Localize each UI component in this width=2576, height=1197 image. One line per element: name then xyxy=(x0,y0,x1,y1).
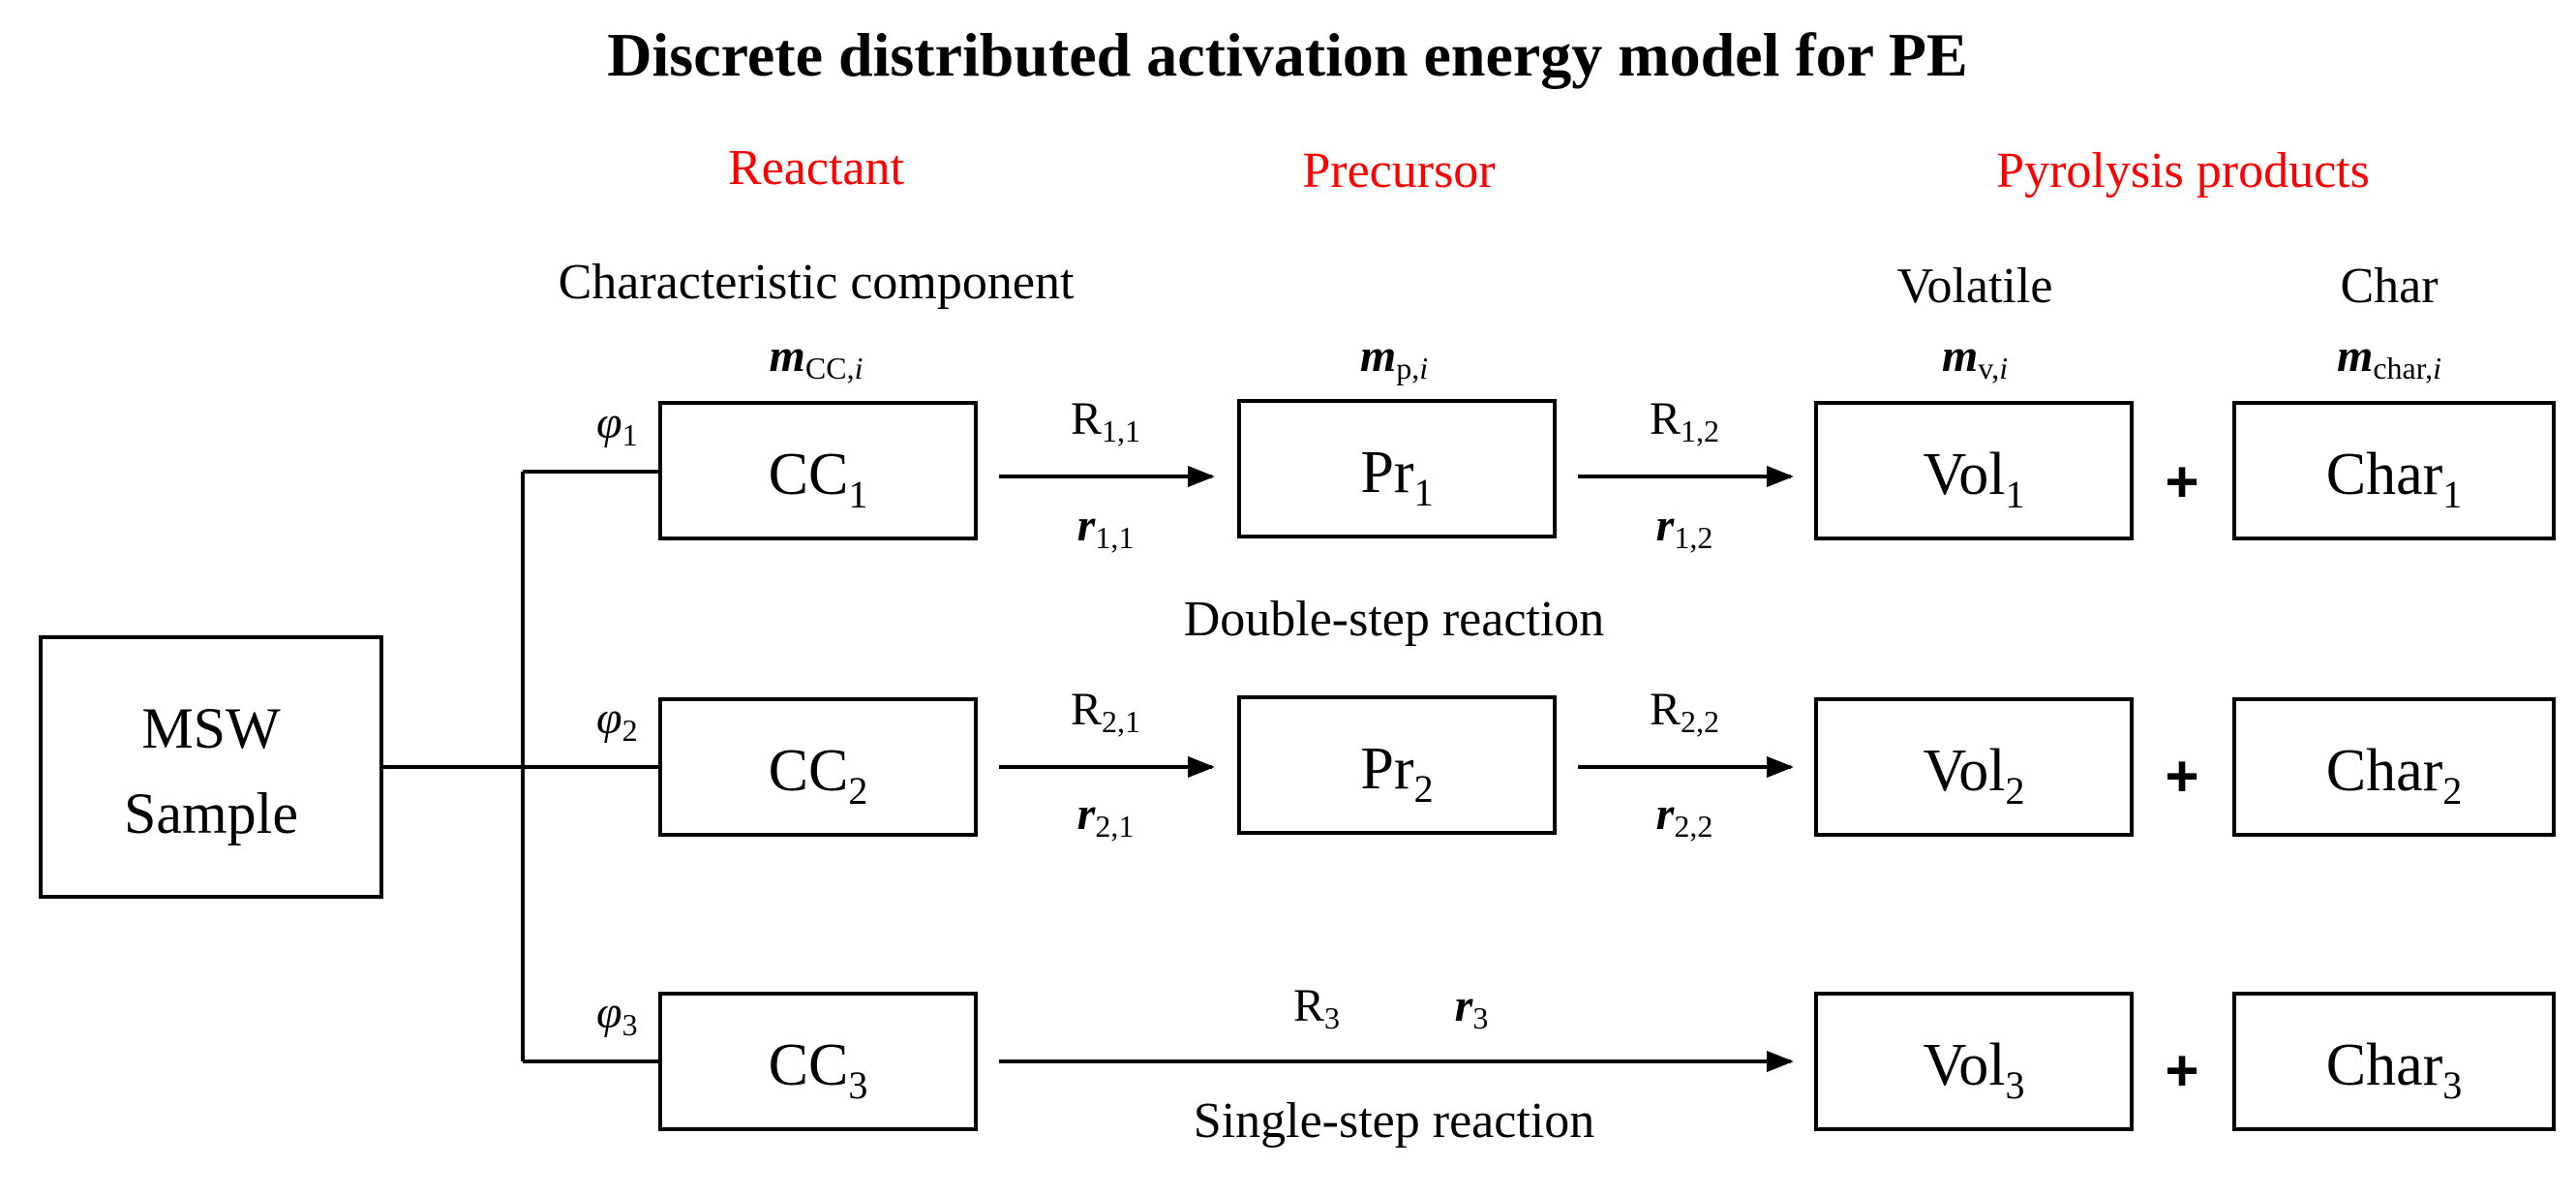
header-precursor: Precursor xyxy=(1302,143,1495,199)
mass-pr-sub: p, xyxy=(1396,351,1419,385)
cc1-box xyxy=(658,401,978,540)
header-pyrolysis-products: Pyrolysis products xyxy=(1996,143,2370,199)
mass-char-idx: i xyxy=(2433,351,2441,385)
diagram-title: Discrete distributed activation energy m… xyxy=(607,20,1967,89)
pr1-box xyxy=(1237,399,1557,538)
vol3-label: Vol3 xyxy=(1923,1032,2024,1107)
mass-pr-base: m xyxy=(1360,330,1396,382)
pr2-label: Pr2 xyxy=(1360,736,1433,811)
rate-r21: r2,1 xyxy=(1077,788,1135,844)
single-step-label: Single-step reaction xyxy=(1194,1093,1594,1149)
vol3-box xyxy=(1814,992,2134,1131)
mass-vol-idx: i xyxy=(1999,351,2008,385)
cc3-box xyxy=(658,992,978,1131)
reaction-R12: R1,2 xyxy=(1650,393,1719,448)
header-reactant: Reactant xyxy=(728,140,904,196)
rate-r3: r3 xyxy=(1455,980,1489,1035)
label-volatile: Volatile xyxy=(1897,259,2053,314)
vol1-box xyxy=(1814,401,2134,540)
cc1-label: CC1 xyxy=(769,442,868,516)
reaction-R3: R3 xyxy=(1293,980,1340,1035)
rate-r22: r2,2 xyxy=(1656,788,1713,844)
rate-r11: r1,1 xyxy=(1077,500,1135,555)
label-char: Char xyxy=(2340,259,2438,314)
rate-r12: r1,2 xyxy=(1656,500,1713,555)
msw-label-line1: MSW xyxy=(141,696,281,760)
char1-label: Char1 xyxy=(2326,442,2463,516)
plus-row3: + xyxy=(2165,1038,2198,1103)
phi-2: φ2 xyxy=(596,692,638,748)
char3-box xyxy=(2232,992,2556,1131)
cc2-box xyxy=(658,697,978,837)
plus-row1: + xyxy=(2165,449,2198,514)
pr2-box xyxy=(1237,695,1557,835)
vol2-box xyxy=(1814,697,2134,837)
mass-vol-sub: v, xyxy=(1978,351,1999,385)
mass-precursor: mp,i xyxy=(1360,330,1428,385)
char2-box xyxy=(2232,697,2556,837)
char1-box xyxy=(2232,401,2556,540)
mass-cc-idx: i xyxy=(855,351,864,385)
label-characteristic-component: Characteristic component xyxy=(559,255,1075,310)
mass-vol-base: m xyxy=(1942,330,1978,382)
mass-cc: mCC,i xyxy=(770,330,864,385)
mass-volatile: mv,i xyxy=(1942,330,2008,385)
cc3-label: CC3 xyxy=(769,1032,868,1107)
mass-char: mchar,i xyxy=(2337,330,2441,385)
char2-label: Char2 xyxy=(2326,738,2463,813)
pr1-label: Pr1 xyxy=(1360,440,1433,514)
msw-label-line2: Sample xyxy=(124,782,298,845)
msw-sample-box xyxy=(39,635,383,899)
double-step-label: Double-step reaction xyxy=(1184,592,1605,647)
reaction-R11: R1,1 xyxy=(1071,393,1140,448)
phi-1: φ1 xyxy=(596,397,638,452)
vol2-label: Vol2 xyxy=(1923,738,2024,813)
mass-pr-idx: i xyxy=(1419,351,1428,385)
mass-char-base: m xyxy=(2337,330,2373,382)
mass-cc-sub: CC, xyxy=(805,351,855,385)
reaction-R21: R2,1 xyxy=(1071,684,1140,739)
cc2-label: CC2 xyxy=(769,738,868,813)
mass-cc-base: m xyxy=(770,330,805,382)
plus-row2: + xyxy=(2165,744,2198,809)
mass-char-sub: char, xyxy=(2373,351,2433,385)
reaction-R22: R2,2 xyxy=(1650,684,1719,739)
vol1-label: Vol1 xyxy=(1923,442,2024,516)
char3-label: Char3 xyxy=(2326,1032,2463,1107)
phi-3: φ3 xyxy=(596,987,638,1042)
